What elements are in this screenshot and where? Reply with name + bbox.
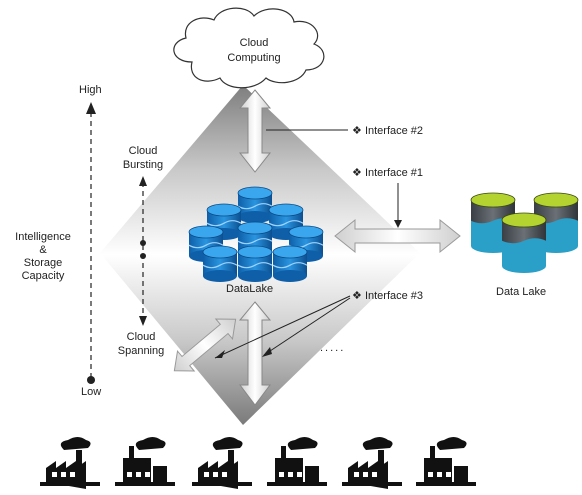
ellipsis-more: .....	[320, 342, 346, 354]
cloud-bursting-line1: Cloud	[128, 145, 158, 157]
factory-icon	[267, 437, 327, 486]
interface-3-text: Interface #3	[364, 290, 424, 302]
interface-2-bullet: ❖	[352, 125, 362, 137]
cloud-bursting-line2: Bursting	[122, 159, 164, 171]
axis-title-line2: &	[39, 244, 47, 256]
datalake-cylinder	[237, 186, 273, 223]
interface-1-pointer-head	[394, 220, 402, 228]
factory-icon	[192, 437, 252, 489]
diagonal-arrow	[173, 318, 237, 372]
cloud-spanning-line1: Cloud	[126, 331, 156, 343]
bursting-arrowhead	[139, 176, 147, 186]
interface-1-bullet: ❖	[352, 167, 362, 179]
interface-1-text: Interface #1	[364, 167, 424, 179]
datalake-cylinder	[202, 245, 238, 282]
datalake-cylinder	[272, 245, 308, 282]
interface-3-pointer-b	[263, 297, 351, 356]
factory-icon	[416, 437, 476, 486]
cloud-spanning-label: Cloud Spanning	[108, 330, 174, 358]
axis-title-line1: Intelligence	[15, 231, 71, 243]
axis-title-line3: Storage	[23, 257, 63, 269]
spanning-dot	[140, 253, 146, 259]
interface-3-pointer-a-head	[215, 350, 225, 358]
cloud-spanning-line2: Spanning	[117, 345, 165, 357]
spanning-arrowhead	[139, 316, 147, 326]
interface-1-label: ❖ Interface #1	[352, 166, 423, 179]
interface-2-text: Interface #2	[364, 125, 424, 137]
capacity-axis-dot	[87, 376, 95, 384]
cloud-label-line2: Computing	[227, 52, 281, 64]
interface-3-bullet: ❖	[352, 290, 362, 302]
axis-title-line4: Capacity	[21, 270, 65, 282]
cloud-label-line1: Cloud	[239, 37, 269, 49]
cloud-computing-shape	[173, 7, 325, 89]
interface-3-pointer-b-head	[262, 347, 272, 357]
central-datalake-label: DataLake	[226, 283, 274, 295]
lake-cylinder-front	[501, 212, 547, 273]
axis-low-label: Low	[81, 386, 102, 398]
factory-icon	[342, 437, 402, 489]
external-datalake-label: Data Lake	[496, 286, 547, 298]
interface-1-arrow	[334, 218, 461, 254]
datalake-cylinder	[237, 245, 273, 282]
interface-3-pointer-a	[214, 295, 351, 359]
bursting-dot	[140, 240, 146, 246]
lower-vertical-arrow	[238, 301, 272, 406]
cloud-label: Cloud Computing	[218, 36, 290, 66]
factory-icon	[115, 437, 175, 486]
interface-3-label: ❖ Interface #3	[352, 289, 423, 302]
interface-2-arrow	[238, 89, 272, 173]
external-datalake-icon	[470, 192, 579, 273]
axis-title: Intelligence & Storage Capacity	[2, 231, 84, 283]
capacity-axis-arrowhead	[86, 102, 96, 114]
cloud-bursting-label: Cloud Bursting	[110, 144, 176, 172]
factory-icon	[40, 437, 100, 489]
axis-high-label: High	[79, 84, 102, 96]
datalake-cylinder-stack	[188, 186, 324, 282]
factory-row	[40, 437, 476, 489]
interface-2-label: ❖ Interface #2	[352, 124, 423, 137]
